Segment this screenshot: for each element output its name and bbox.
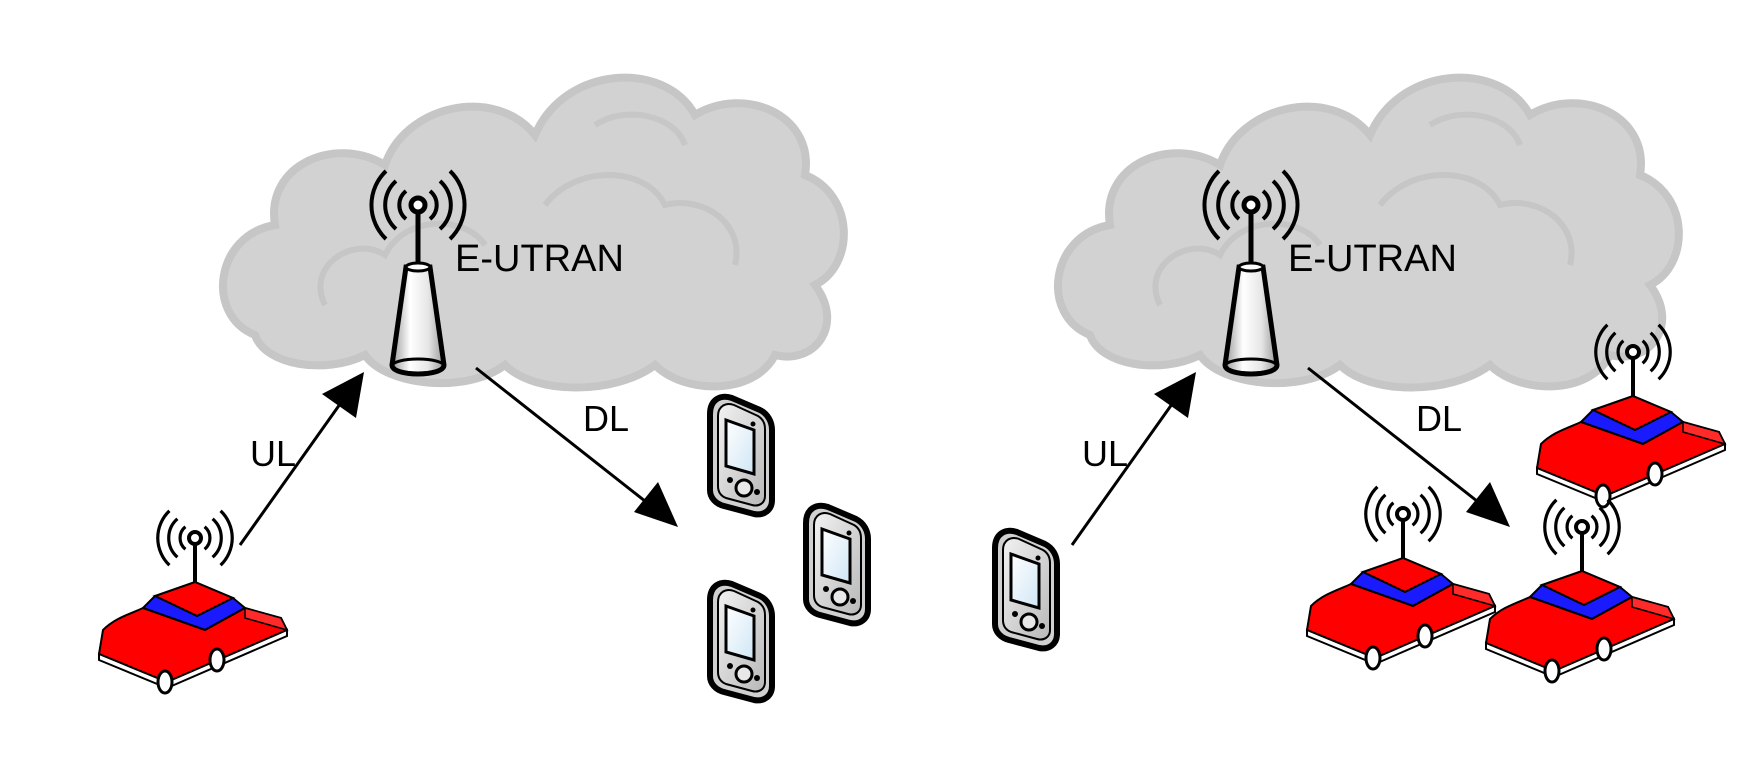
network-label: E-UTRAN [455, 238, 624, 280]
right-scenario: E-UTRAN UL DL [995, 78, 1725, 682]
car-icon [1307, 487, 1495, 669]
car-icon [1486, 500, 1674, 682]
downlink-arrow [475, 366, 651, 507]
uplink-label: UL [250, 433, 296, 474]
downlink-label: DL [1416, 398, 1462, 439]
uplink-arrow [1070, 389, 1184, 546]
downlink-arrowhead [634, 482, 678, 527]
uplink-arrowhead [322, 372, 364, 418]
phone-icon [710, 397, 772, 515]
downlink-arrowhead [1466, 482, 1510, 527]
downlink-arrow [1307, 366, 1483, 507]
car-icon [99, 511, 287, 693]
phone-icon [995, 531, 1057, 649]
phone-icon [710, 583, 772, 701]
uplink-arrowhead [1154, 372, 1196, 418]
uplink-arrow [238, 389, 352, 546]
downlink-label: DL [583, 398, 629, 439]
cloud-icon [1058, 78, 1679, 388]
uplink-label: UL [1082, 433, 1128, 474]
left-scenario: E-UTRAN UL DL [99, 78, 868, 701]
phone-icon [806, 506, 868, 624]
cloud-icon [223, 78, 844, 388]
network-label: E-UTRAN [1288, 238, 1457, 280]
